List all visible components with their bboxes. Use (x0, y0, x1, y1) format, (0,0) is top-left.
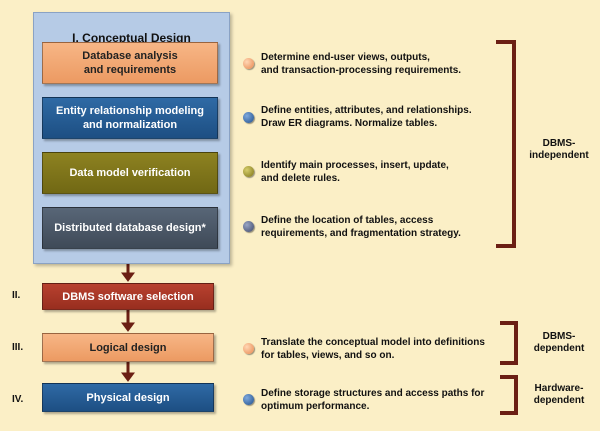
label-dbms-independent: DBMS- independent (529, 138, 589, 161)
olive-bullet-icon (243, 166, 254, 177)
orange-bullet-icon (243, 343, 254, 354)
arrow-to-dbms-selection (121, 272, 135, 282)
step-data-model-verification[interactable]: Data model verification (42, 152, 218, 194)
label-dbms-dependent: DBMS- dependent (533, 331, 585, 354)
numeral-iv: IV. (12, 394, 24, 405)
desc-data-model-verification: Identify main processes, insert, update,… (261, 160, 449, 184)
numeral-iii: III. (12, 342, 24, 353)
arrow-to-physical-design (121, 372, 135, 382)
step-dbms-selection[interactable]: DBMS software selection (42, 283, 214, 310)
numeral-ii: II. (12, 290, 21, 301)
desc-physical-design: Define storage structures and access pat… (261, 388, 485, 412)
step-er-modeling[interactable]: Entity relationship modeling and normali… (42, 97, 218, 139)
label-hardware-dependent: Hardware- dependent (533, 383, 585, 406)
bracket-hardware-dependent (500, 375, 518, 415)
blue-bullet-icon (243, 394, 254, 405)
slate-bullet-icon (243, 221, 254, 232)
desc-database-analysis: Determine end-user views, outputs, and t… (261, 52, 462, 76)
arrow-to-logical-design (121, 322, 135, 332)
bracket-dbms-independent (496, 40, 516, 248)
conceptual-design-title: I. Conceptual Design (72, 31, 191, 45)
step-distributed-design[interactable]: Distributed database design* (42, 207, 218, 249)
step-physical-design[interactable]: Physical design (42, 383, 214, 412)
blue-bullet-icon (243, 112, 254, 123)
desc-distributed-design: Define the location of tables, access re… (261, 215, 461, 239)
orange-bullet-icon (243, 58, 254, 69)
desc-logical-design: Translate the conceptual model into defi… (261, 337, 485, 361)
step-logical-design[interactable]: Logical design (42, 333, 214, 362)
desc-er-modeling: Define entities, attributes, and relatio… (261, 105, 472, 129)
step-database-analysis[interactable]: Database analysis and requirements (42, 42, 218, 84)
bracket-dbms-dependent (500, 321, 518, 365)
